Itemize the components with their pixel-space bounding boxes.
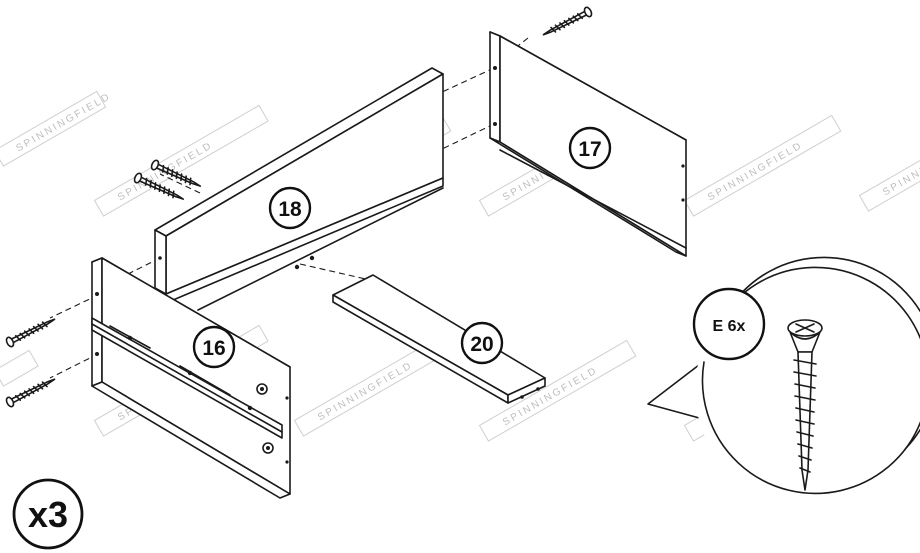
screw-detail-callout: E 6x: [647, 256, 920, 503]
svg-text:E 6x: E 6x: [713, 318, 746, 335]
svg-text:SPINNINGFIELD: SPINNINGFIELD: [14, 91, 113, 154]
panel-16: [91, 257, 291, 499]
svg-text:17: 17: [578, 138, 601, 161]
drawer-runner: [91, 317, 283, 439]
screw-icon: [5, 318, 56, 348]
watermark: SPINNINGFIELD: [683, 114, 842, 217]
svg-text:18: 18: [278, 198, 302, 221]
svg-text:16: 16: [202, 337, 225, 360]
part-callout-18: 18: [268, 186, 312, 230]
panel-18: [154, 67, 444, 311]
screw-icon: [150, 159, 202, 187]
svg-text:20: 20: [470, 333, 493, 356]
part-callout-17: 17: [568, 126, 612, 170]
svg-text:SPINNINGFIELD: SPINNINGFIELD: [316, 360, 415, 423]
screw-quantity-callout: E 6x: [692, 287, 766, 361]
screw-icon: [5, 378, 56, 408]
screws: [5, 6, 593, 408]
svg-text:SPINNINGFIELD: SPINNINGFIELD: [881, 135, 920, 198]
panel-20: [332, 274, 546, 404]
svg-text:x3: x3: [28, 494, 68, 535]
screw-icon: [542, 6, 593, 36]
screw-icon: [133, 172, 185, 200]
part-callout-16: 16: [192, 325, 236, 369]
watermark: SPINNINGFIELD: [0, 90, 113, 167]
quantity-badge: x3: [12, 478, 84, 550]
svg-text:SPINNINGFIELD: SPINNINGFIELD: [706, 140, 805, 203]
watermark: SPINNINGFIELD: [858, 134, 920, 212]
part-callout-20: 20: [460, 321, 504, 365]
screw-large-icon: [787, 319, 823, 491]
watermark: [0, 349, 39, 387]
